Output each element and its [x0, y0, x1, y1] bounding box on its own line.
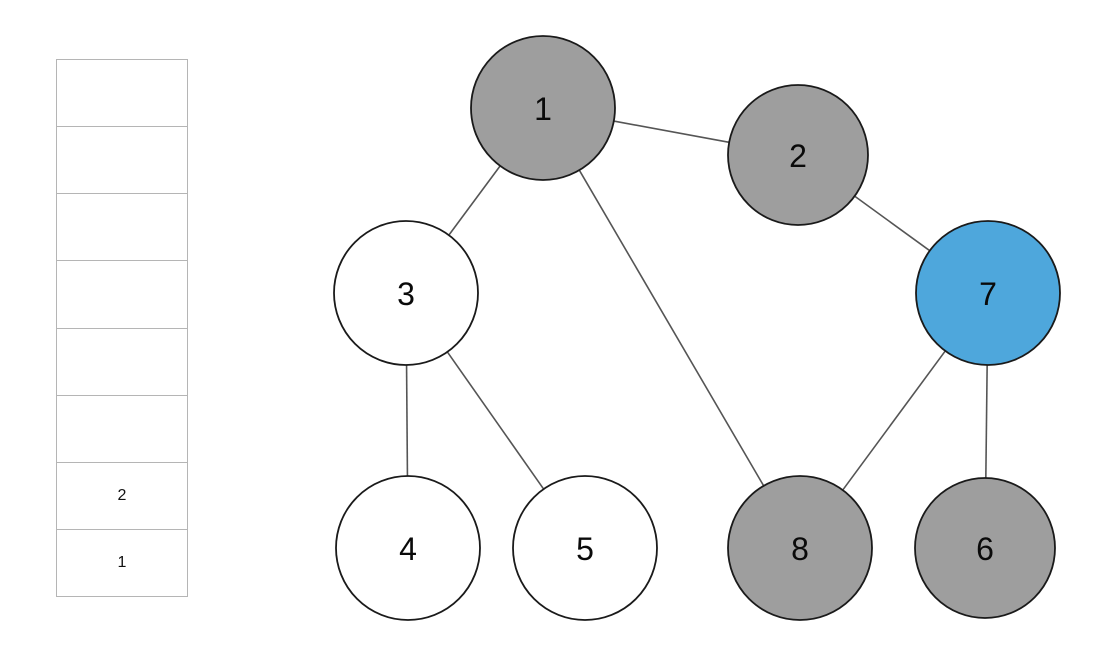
- stack-cell[interactable]: [56, 327, 188, 395]
- edges-group: [405, 120, 988, 491]
- node-circle-2[interactable]: [727, 84, 869, 226]
- graph-edge-1-2: [613, 120, 730, 144]
- graph-edge-3-4: [405, 364, 409, 477]
- node-label-4: 4: [399, 531, 417, 567]
- node-circle-5[interactable]: [512, 475, 658, 621]
- stack-cell[interactable]: [56, 126, 188, 194]
- stack-cell[interactable]: 1: [56, 528, 188, 597]
- node-label-3: 3: [397, 276, 415, 312]
- stack-cell[interactable]: [56, 260, 188, 328]
- node-circle-8[interactable]: [727, 475, 873, 621]
- graph-node-7[interactable]: 7: [915, 220, 1061, 366]
- node-label-1: 1: [534, 91, 552, 127]
- node-circle-7[interactable]: [915, 220, 1061, 366]
- node-circle-3[interactable]: [333, 220, 479, 366]
- node-label-8: 8: [791, 531, 809, 567]
- graph-node-3[interactable]: 3: [333, 220, 479, 366]
- graph-edge-3-5: [446, 351, 545, 490]
- graph-node-4[interactable]: 4: [335, 475, 481, 621]
- graph-edge-1-8: [578, 169, 765, 487]
- nodes-group: 1 2 3 4 5 6 7 8: [333, 35, 1061, 621]
- node-label-2: 2: [789, 138, 807, 174]
- stack-cell[interactable]: [56, 394, 188, 462]
- stack-cell[interactable]: 2: [56, 461, 188, 529]
- stack-cell[interactable]: [56, 59, 188, 127]
- stack-cell-label: 2: [117, 486, 127, 504]
- node-circle-6[interactable]: [914, 477, 1056, 619]
- graph-edge-7-6: [985, 364, 988, 479]
- node-circle-1[interactable]: [470, 35, 616, 181]
- graph-node-6[interactable]: 6: [914, 477, 1056, 619]
- graph-node-8[interactable]: 8: [727, 475, 873, 621]
- node-label-6: 6: [976, 531, 994, 567]
- graph-edge-2-7: [854, 195, 931, 252]
- node-label-5: 5: [576, 531, 594, 567]
- graph-edge-7-8: [842, 350, 946, 491]
- graph-node-1[interactable]: 1: [470, 35, 616, 181]
- stack-cell-label: 1: [117, 553, 127, 571]
- node-label-7: 7: [979, 276, 997, 312]
- stack-cell[interactable]: [56, 193, 188, 261]
- graph-node-5[interactable]: 5: [512, 475, 658, 621]
- node-circle-4[interactable]: [335, 475, 481, 621]
- graph-edge-1-3: [448, 165, 501, 236]
- graph-node-2[interactable]: 2: [727, 84, 869, 226]
